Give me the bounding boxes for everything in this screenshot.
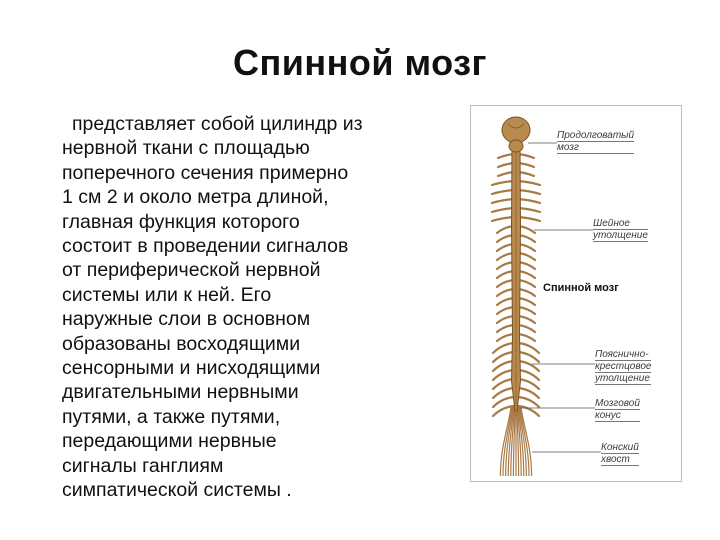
spinal-nerve <box>495 323 516 334</box>
cauda-strand <box>507 405 515 477</box>
label-spinal-cord: Спинной мозг <box>543 282 619 294</box>
paragraph-line: путями, а также путями, <box>62 405 281 428</box>
spinal-nerve <box>495 332 516 343</box>
paragraph-line: поперечного сечения примерно <box>62 161 349 184</box>
spinal-nerve <box>490 197 516 205</box>
spinal-nerve <box>516 305 537 316</box>
paragraph-line: передающими нервные <box>62 430 277 453</box>
spinal-nerve <box>495 278 516 289</box>
paragraph-line: сенсорными и нисходящими <box>62 357 321 380</box>
medulla-neck <box>508 139 524 153</box>
spinal-nerve <box>490 179 516 187</box>
cauda-strand <box>517 405 522 477</box>
paragraph-line: нервной ткани с площадью <box>62 137 310 160</box>
cauda-strand <box>517 405 525 477</box>
cauda-strand <box>516 405 520 477</box>
spinal-nerve <box>516 296 537 307</box>
spinal-nerve <box>491 395 516 409</box>
spinal-nerve <box>516 179 542 187</box>
medulla-fold <box>507 123 525 129</box>
paragraph-line: главная функция которого <box>62 210 300 233</box>
cauda-strand <box>518 405 527 477</box>
medulla-bulb <box>501 116 531 144</box>
paragraph-line: образованы восходящими <box>62 332 301 355</box>
spinal-nerve <box>516 197 542 205</box>
paragraph-line: сигналы ганглиям <box>62 454 224 477</box>
paragraph-line: состоит в проведении сигналов <box>62 235 349 258</box>
label-conus: Мозговой конус <box>595 398 640 422</box>
spinal-nerve <box>490 206 516 214</box>
spinal-nerve <box>495 314 516 325</box>
cauda-strand <box>512 405 516 477</box>
spinal-nerve <box>490 215 516 223</box>
spinal-nerve <box>495 296 516 307</box>
spinal-cord-illustration <box>490 116 601 477</box>
paragraph-line: представляет собой цилиндр из <box>72 113 363 135</box>
spinal-nerve <box>516 278 537 289</box>
paragraph-line: системы или к ней. Его <box>62 283 272 306</box>
spinal-nerve <box>516 332 537 343</box>
spinal-nerve <box>495 287 516 298</box>
spinal-nerve <box>516 323 537 334</box>
paragraph-line: 1 см 2 и около метра длиной, <box>62 186 329 209</box>
label-cauda-equina: Конский хвост <box>601 442 639 466</box>
paragraph-line: наружные слои в основном <box>62 308 311 331</box>
label-lumbosacral-enlargement: Пояснично- крестцовое утолщение <box>595 349 652 385</box>
paragraph-line: от периферической нервной <box>62 259 321 282</box>
cauda-strand <box>520 405 533 477</box>
paragraph-line: двигательными нервными <box>62 381 299 404</box>
spinal-nerve <box>495 305 516 316</box>
cauda-strand <box>499 405 512 477</box>
spinal-cord-figure: Продолговатый мозг Шейное утолщение Спин… <box>470 105 682 482</box>
label-cervical-enlargement: Шейное утолщение <box>593 218 648 242</box>
spinal-nerve <box>516 215 542 223</box>
cauda-strand <box>502 405 513 477</box>
spinal-nerve <box>516 206 542 214</box>
paragraph: представляет собой цилиндр из нервной тк… <box>62 112 442 503</box>
slide-title: Спинной мозг <box>232 42 488 83</box>
spinal-nerve <box>516 395 541 409</box>
cauda-strand <box>505 405 514 477</box>
paragraph-line: симпатической системы . <box>62 479 292 502</box>
label-medulla: Продолговатый мозг <box>557 130 635 154</box>
spinal-nerve <box>490 188 516 196</box>
spinal-nerve <box>516 287 537 298</box>
cauda-strand <box>519 405 530 477</box>
cauda-strand <box>510 405 515 477</box>
spinal-nerve <box>516 314 537 325</box>
spinal-nerve <box>516 188 542 196</box>
